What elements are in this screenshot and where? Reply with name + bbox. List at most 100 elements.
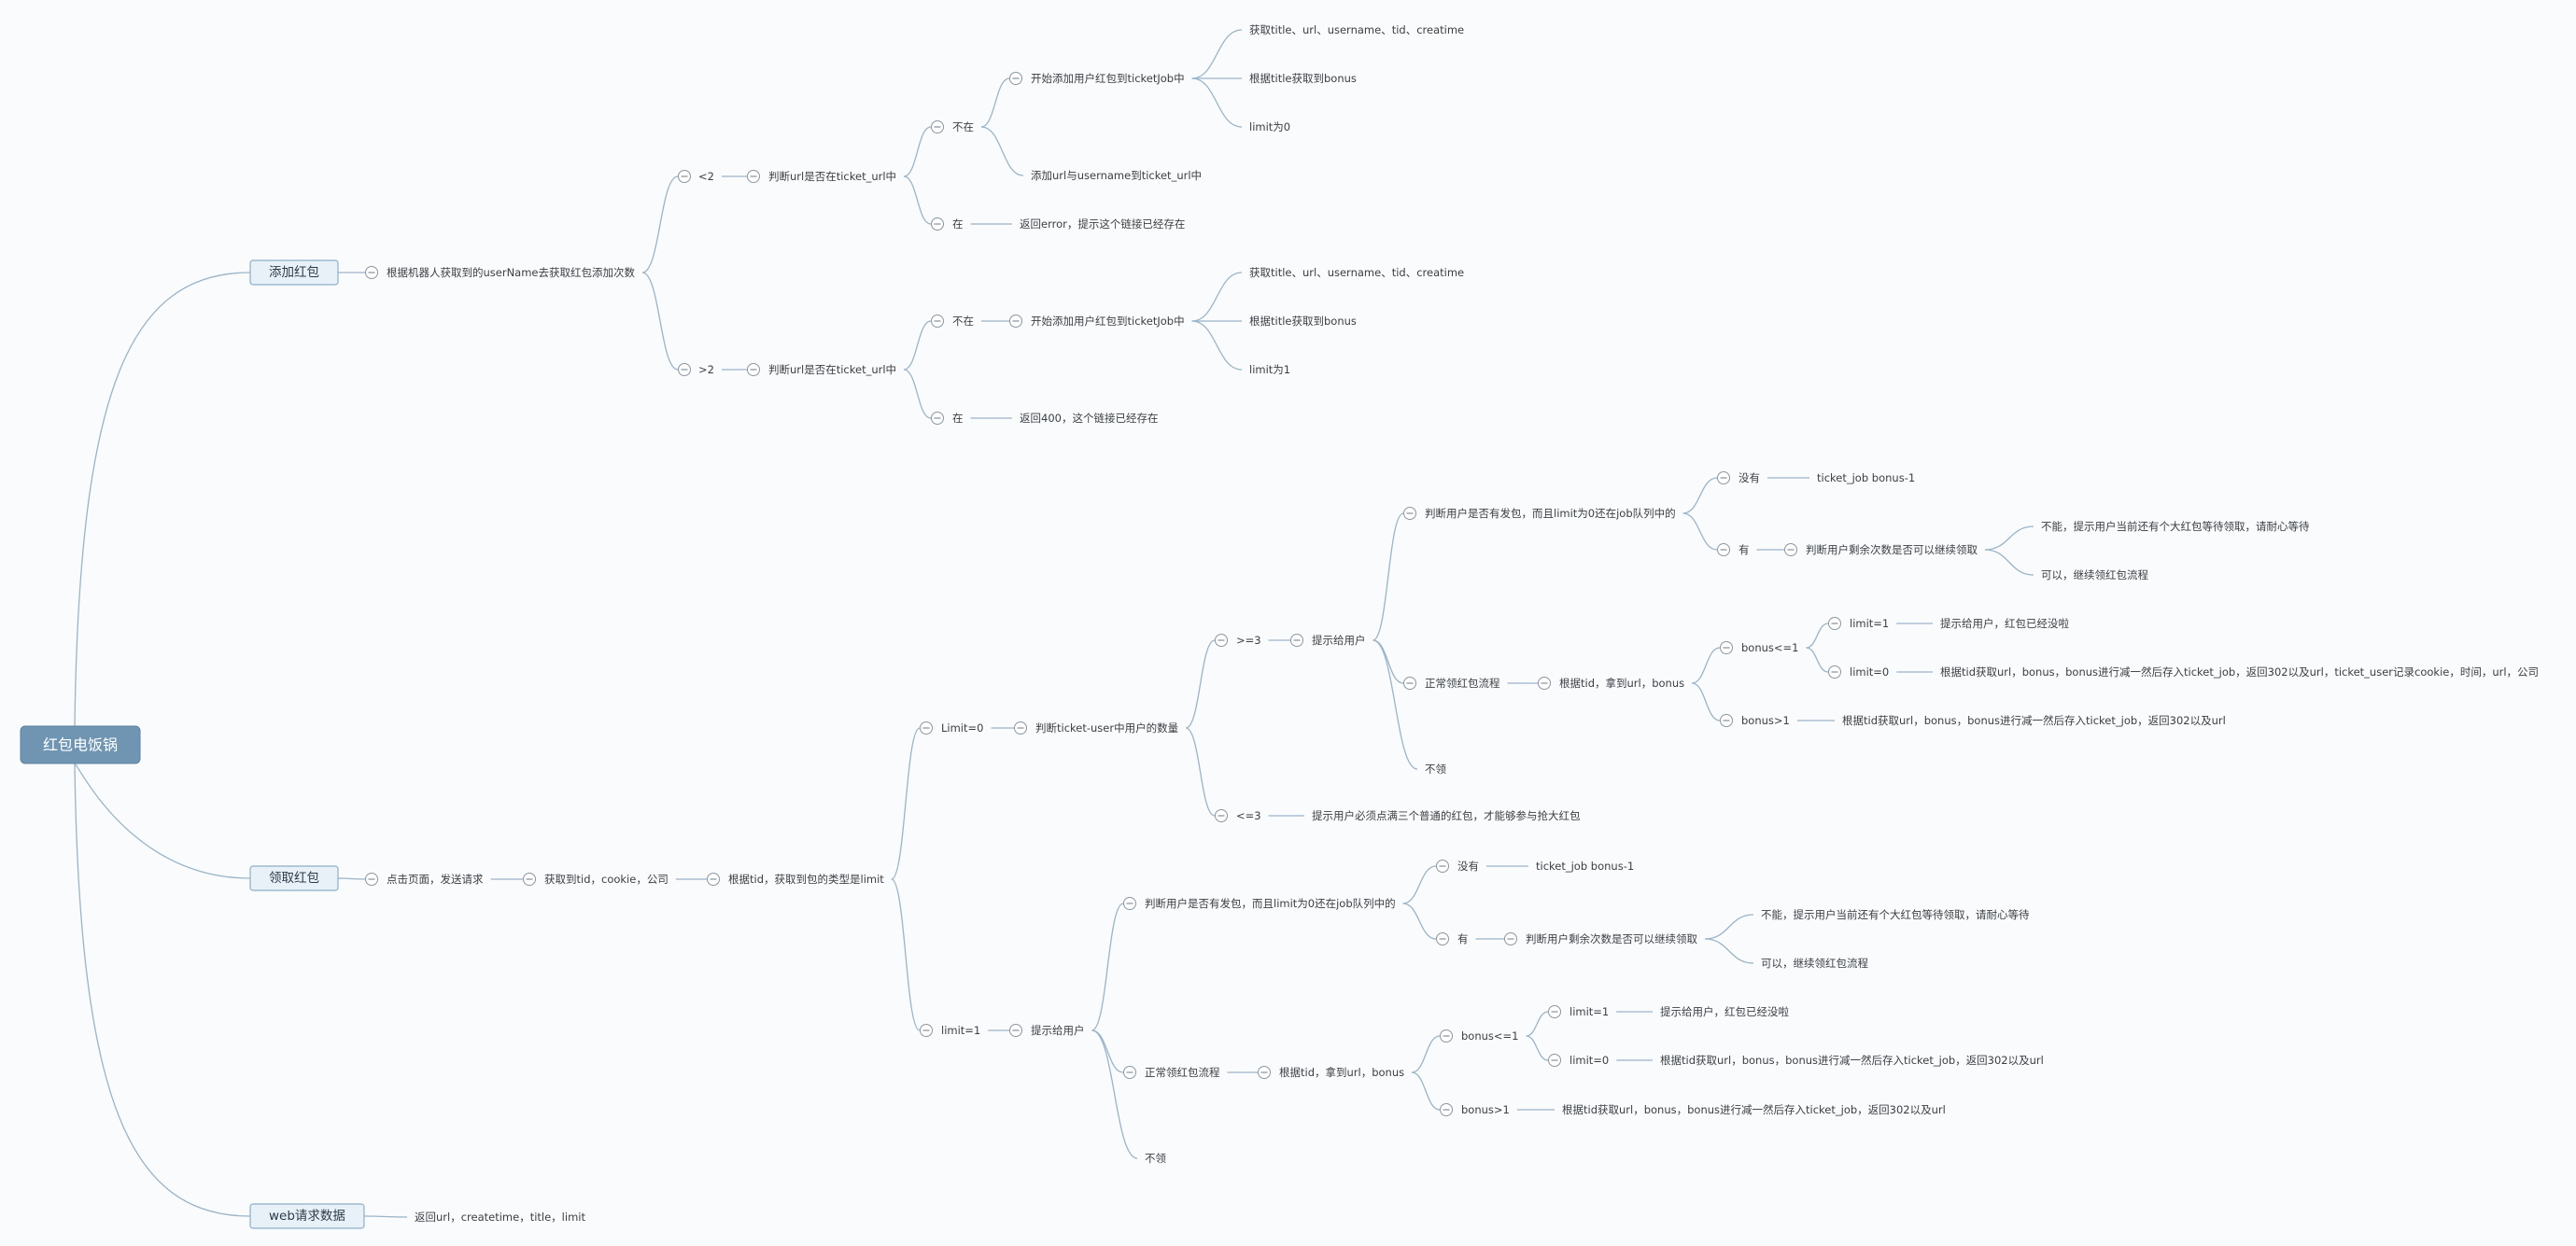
node-gt2-check[interactable]: 判断url是否在ticket_url中 <box>768 363 896 376</box>
node-g-l0[interactable]: Limit=0 <box>941 721 983 735</box>
collapse-icon[interactable] <box>1440 1103 1453 1116</box>
collapse-icon[interactable] <box>1828 665 1841 679</box>
collapse-icon[interactable] <box>1215 634 1228 647</box>
node-b-gettid[interactable]: 根据tid，拿到url，bonus <box>1279 1066 1404 1079</box>
node-b-normal[interactable]: 正常领红包流程 <box>1145 1066 1220 1079</box>
node-gt2-limit[interactable]: limit为1 <box>1249 363 1290 376</box>
collapse-icon[interactable] <box>1720 641 1733 654</box>
collapse-icon[interactable] <box>931 120 944 133</box>
collapse-icon[interactable] <box>1440 1029 1453 1043</box>
node-a-normal[interactable]: 正常领红包流程 <box>1425 677 1500 690</box>
collapse-icon[interactable] <box>1504 932 1517 945</box>
collapse-icon[interactable] <box>920 721 933 735</box>
node-b-can[interactable]: 可以，继续领红包流程 <box>1761 957 1868 970</box>
node-lt2[interactable]: <2 <box>698 170 714 183</box>
node-lt2-err[interactable]: 返回error，提示这个链接已经存在 <box>1020 217 1185 231</box>
node-b-yes[interactable]: 有 <box>1457 932 1469 945</box>
node-lt2-check[interactable]: 判断url是否在ticket_url中 <box>768 170 896 183</box>
collapse-icon[interactable] <box>365 873 378 886</box>
node-a-yes-r[interactable]: 判断用户剩余次数是否可以继续领取 <box>1806 543 1978 556</box>
node-a-lim1[interactable]: limit=1 <box>1850 617 1889 630</box>
collapse-icon[interactable] <box>1436 932 1449 945</box>
node-b-tip[interactable]: 提示给用户 <box>1031 1024 1085 1037</box>
collapse-icon[interactable] <box>931 315 944 328</box>
node-add-desc[interactable]: 根据机器人获取到的userName去获取红包添加次数 <box>387 266 636 279</box>
node-a-count[interactable]: 判断ticket-user中用户的数量 <box>1035 721 1178 735</box>
node-a-cannot[interactable]: 不能，提示用户当前还有个大红包等待领取，请耐心等待 <box>2041 520 2310 533</box>
node-gt2[interactable]: >2 <box>698 363 714 376</box>
node-web[interactable]: web请求数据 <box>249 1203 365 1229</box>
collapse-icon[interactable] <box>1215 809 1228 822</box>
node-a-ge3[interactable]: >=3 <box>1236 634 1261 647</box>
collapse-icon[interactable] <box>1548 1054 1561 1067</box>
collapse-icon[interactable] <box>1828 617 1841 630</box>
node-a-le3tip[interactable]: 提示用户必须点满三个普通的红包，才能够参与抢大红包 <box>1312 809 1581 822</box>
node-b-lim1[interactable]: limit=1 <box>1570 1005 1609 1018</box>
node-a-bgt1[interactable]: bonus>1 <box>1741 714 1790 727</box>
node-a-no-r[interactable]: ticket_job bonus-1 <box>1817 471 1915 484</box>
node-get[interactable]: 领取红包 <box>249 865 339 891</box>
node-lt2-notin[interactable]: 不在 <box>952 120 974 133</box>
node-a-yes[interactable]: 有 <box>1738 543 1750 556</box>
node-a-ble1[interactable]: bonus<=1 <box>1741 641 1799 654</box>
collapse-icon[interactable] <box>931 217 944 231</box>
collapse-icon[interactable] <box>365 266 378 279</box>
node-b-bgt1[interactable]: bonus>1 <box>1461 1103 1510 1116</box>
collapse-icon[interactable] <box>1009 315 1022 328</box>
collapse-icon[interactable] <box>1009 72 1022 85</box>
collapse-icon[interactable] <box>1548 1005 1561 1018</box>
collapse-icon[interactable] <box>920 1024 933 1037</box>
collapse-icon[interactable] <box>707 873 720 886</box>
node-a-le3[interactable]: <=3 <box>1236 809 1261 822</box>
collapse-icon[interactable] <box>1717 543 1730 556</box>
node-g-click[interactable]: 点击页面，发送请求 <box>387 873 484 886</box>
node-root[interactable]: 红包电饭锅 <box>20 725 141 764</box>
node-b-cannot[interactable]: 不能，提示用户当前还有个大红包等待领取，请耐心等待 <box>1761 908 2030 921</box>
node-lt2-limit[interactable]: limit为0 <box>1249 120 1290 133</box>
node-b-ble1[interactable]: bonus<=1 <box>1461 1029 1519 1043</box>
node-g-cookie[interactable]: 获取到tid，cookie，公司 <box>544 873 669 886</box>
node-lt2-start[interactable]: 开始添加用户红包到ticketJob中 <box>1031 72 1185 85</box>
node-a-none[interactable]: 不领 <box>1425 763 1446 776</box>
collapse-icon[interactable] <box>678 170 691 183</box>
node-lt2-bonus[interactable]: 根据title获取到bonus <box>1249 72 1357 85</box>
collapse-icon[interactable] <box>1290 634 1303 647</box>
node-b-none[interactable]: 不领 <box>1145 1152 1166 1165</box>
node-a-gettid[interactable]: 根据tid，拿到url，bonus <box>1559 677 1684 690</box>
collapse-icon[interactable] <box>678 363 691 376</box>
collapse-icon[interactable] <box>1436 860 1449 873</box>
node-b-lim1-r[interactable]: 提示给用户，红包已经没啦 <box>1660 1005 1789 1018</box>
node-a-no[interactable]: 没有 <box>1738 471 1760 484</box>
collapse-icon[interactable] <box>1123 897 1136 910</box>
collapse-icon[interactable] <box>523 873 536 886</box>
node-w-ret[interactable]: 返回url，createtime，title，limit <box>415 1211 585 1224</box>
collapse-icon[interactable] <box>931 412 944 425</box>
node-a-bgt1-r[interactable]: 根据tid获取url，bonus，bonus进行减一然后存入ticket_job… <box>1842 714 2226 727</box>
collapse-icon[interactable] <box>1538 677 1551 690</box>
node-a-can[interactable]: 可以，继续领红包流程 <box>2041 568 2148 581</box>
node-g-type[interactable]: 根据tid，获取到包的类型是limit <box>728 873 884 886</box>
node-a-lim1-r[interactable]: 提示给用户，红包已经没啦 <box>1940 617 2069 630</box>
node-g-l1[interactable]: limit=1 <box>941 1024 980 1037</box>
collapse-icon[interactable] <box>1403 507 1416 520</box>
collapse-icon[interactable] <box>1784 543 1797 556</box>
collapse-icon[interactable] <box>1014 721 1027 735</box>
node-b-no-r[interactable]: ticket_job bonus-1 <box>1536 860 1634 873</box>
node-gt2-in[interactable]: 在 <box>952 412 964 425</box>
collapse-icon[interactable] <box>1258 1066 1271 1079</box>
node-gt2-bonus[interactable]: 根据title获取到bonus <box>1249 315 1357 328</box>
collapse-icon[interactable] <box>1720 714 1733 727</box>
node-gt2-notin[interactable]: 不在 <box>952 315 974 328</box>
node-b-lim0[interactable]: limit=0 <box>1570 1054 1609 1067</box>
node-gt2-start[interactable]: 开始添加用户红包到ticketJob中 <box>1031 315 1185 328</box>
node-b-bgt1-r[interactable]: 根据tid获取url，bonus，bonus进行减一然后存入ticket_job… <box>1562 1103 1946 1116</box>
node-lt2-in[interactable]: 在 <box>952 217 964 231</box>
collapse-icon[interactable] <box>747 363 760 376</box>
collapse-icon[interactable] <box>1009 1024 1022 1037</box>
node-gt2-err[interactable]: 返回400，这个链接已经存在 <box>1020 412 1158 425</box>
node-gt2-fields[interactable]: 获取title、url、username、tid、creatime <box>1249 266 1464 279</box>
node-b-no[interactable]: 没有 <box>1457 860 1479 873</box>
node-lt2-fields[interactable]: 获取title、url、username、tid、creatime <box>1249 23 1464 36</box>
collapse-icon[interactable] <box>1403 677 1416 690</box>
node-lt2-addurl[interactable]: 添加url与username到ticket_url中 <box>1031 169 1202 182</box>
